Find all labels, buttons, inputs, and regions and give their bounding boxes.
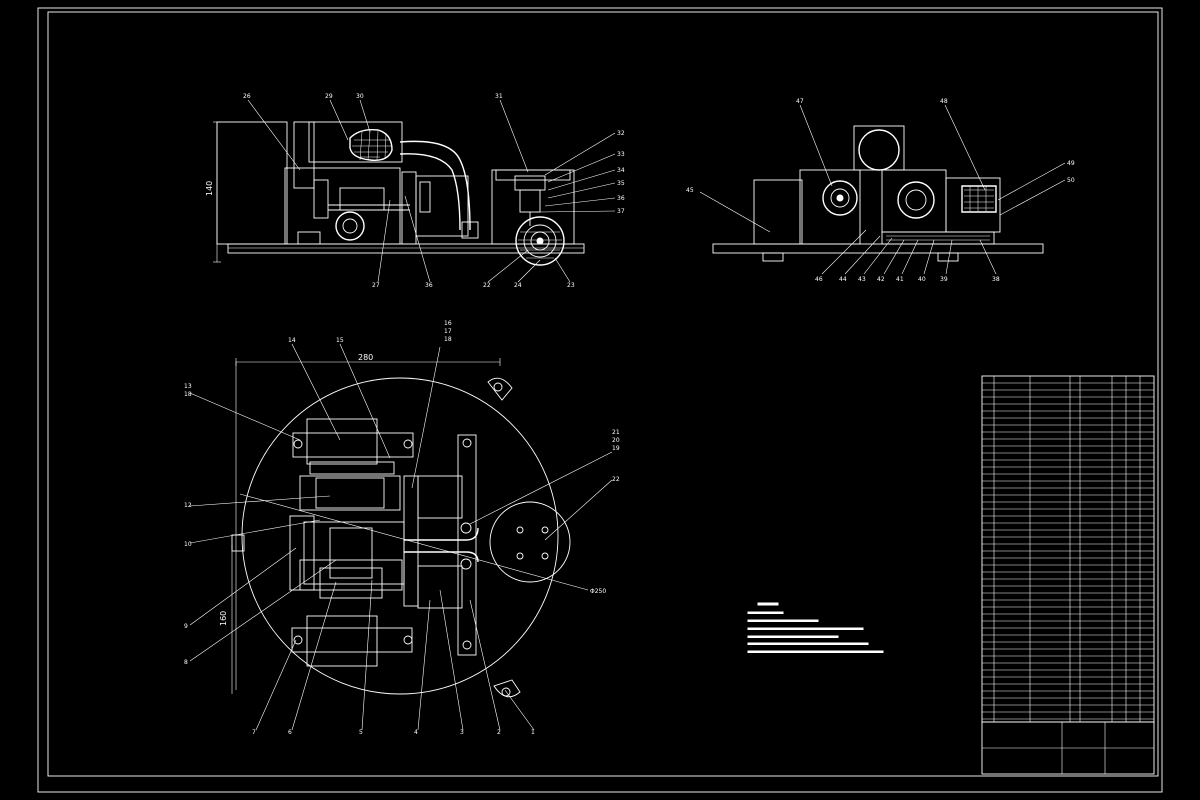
callout-31: 31: [495, 93, 503, 100]
callout-33: 33: [617, 151, 625, 158]
callout-36b: 36: [425, 282, 433, 289]
callout-10: 10: [184, 541, 192, 548]
callout-22b: 22: [612, 476, 620, 483]
callout-34: 34: [617, 167, 625, 174]
callout-13: 13: [184, 383, 192, 390]
callout-9: 9: [184, 623, 188, 630]
callout-3: 3: [460, 729, 464, 736]
top-height-dimension: 160: [219, 611, 228, 626]
callout-50: 50: [1067, 177, 1075, 184]
front-view-callouts: 26 29 30 31 32 33 34 35 36 37 27 36 22 2…: [243, 93, 625, 289]
callout-17: 17: [444, 328, 452, 335]
callout-47: 47: [796, 98, 804, 105]
callout-20: 20: [612, 437, 620, 444]
side-view: [699, 104, 1066, 275]
callout-35: 35: [617, 180, 625, 187]
callout-45: 45: [686, 187, 694, 194]
callout-22: 22: [483, 282, 491, 289]
callout-46: 46: [815, 276, 823, 283]
callout-49: 49: [1067, 160, 1075, 167]
callout-15: 15: [336, 337, 344, 344]
callout-6: 6: [288, 729, 292, 736]
callout-1: 1: [531, 729, 535, 736]
top-view-callouts: 14 15 16 17 18 13 18 12 10 9 8 21 20 19 …: [184, 320, 620, 736]
top-view: 280 160 Φ250: [189, 343, 613, 731]
callout-24: 24: [514, 282, 522, 289]
callout-5: 5: [359, 729, 363, 736]
callout-4: 4: [414, 729, 418, 736]
callout-21: 21: [612, 429, 620, 436]
callout-32: 32: [617, 130, 625, 137]
callout-18: 18: [444, 336, 452, 343]
callout-2: 2: [497, 729, 501, 736]
callout-16: 16: [444, 320, 452, 327]
drawing-frame: [37, 7, 1163, 793]
technical-notes: [747, 602, 884, 653]
parts-list-table: [981, 375, 1155, 775]
callout-43: 43: [858, 276, 866, 283]
callout-12: 12: [184, 502, 192, 509]
top-width-dimension: 280: [358, 353, 373, 362]
callout-38: 38: [992, 276, 1000, 283]
callout-26: 26: [243, 93, 251, 100]
callout-19: 19: [612, 445, 620, 452]
callout-39: 39: [940, 276, 948, 283]
callout-30: 30: [356, 93, 364, 100]
side-view-callouts: 47 48 49 50 46 44 43 42 41 40 39 38 45: [686, 98, 1075, 283]
callout-41: 41: [896, 276, 904, 283]
callout-42: 42: [877, 276, 885, 283]
callout-44: 44: [839, 276, 847, 283]
front-view: 140: [205, 99, 616, 283]
callout-27: 27: [372, 282, 380, 289]
top-diameter-dimension: Φ250: [590, 588, 606, 595]
callout-40: 40: [918, 276, 926, 283]
callout-14: 14: [288, 337, 296, 344]
callout-7: 7: [252, 729, 256, 736]
callout-36: 36: [617, 195, 625, 202]
callout-37: 37: [617, 208, 625, 215]
callout-48: 48: [940, 98, 948, 105]
front-height-dimension: 140: [205, 181, 214, 196]
callout-29: 29: [325, 93, 333, 100]
callout-18b: 18: [184, 391, 192, 398]
callout-23: 23: [567, 282, 575, 289]
callout-8: 8: [184, 659, 188, 666]
